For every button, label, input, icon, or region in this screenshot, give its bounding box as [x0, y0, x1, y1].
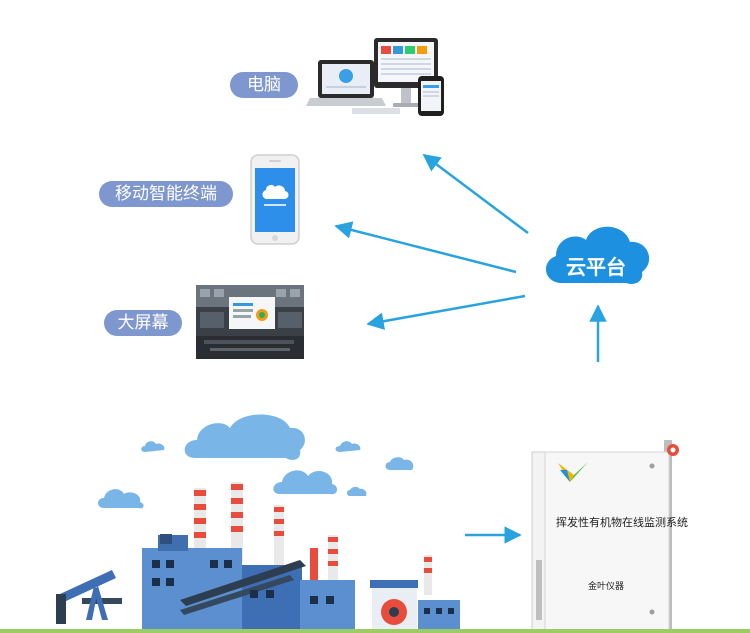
- computer-devices-icon: [306, 38, 444, 116]
- computer-label: 电脑: [230, 72, 298, 98]
- decorative-clouds: [98, 414, 414, 509]
- big-screen-label: 大屏幕: [104, 310, 182, 336]
- smartphone-icon: [250, 154, 300, 245]
- cloud-icon: [545, 226, 650, 284]
- mobile-terminal-label: 移动智能终端: [99, 181, 233, 207]
- arrow-to-big-screen: [366, 294, 526, 330]
- arrow-to-mobile: [334, 221, 517, 274]
- system-name-label: 挥发性有机物在线监测系统: [556, 516, 688, 529]
- control-room-screen-icon: [196, 285, 304, 359]
- factory-icon: [56, 482, 460, 633]
- data-flow-arrows: [334, 153, 607, 544]
- monitor-cabinet-icon: [531, 440, 679, 633]
- ground-line: [0, 629, 750, 633]
- cloud-platform-label: 云平台: [566, 255, 626, 279]
- arrow-to-computer: [422, 153, 529, 234]
- brand-label: 金叶仪器: [588, 582, 625, 592]
